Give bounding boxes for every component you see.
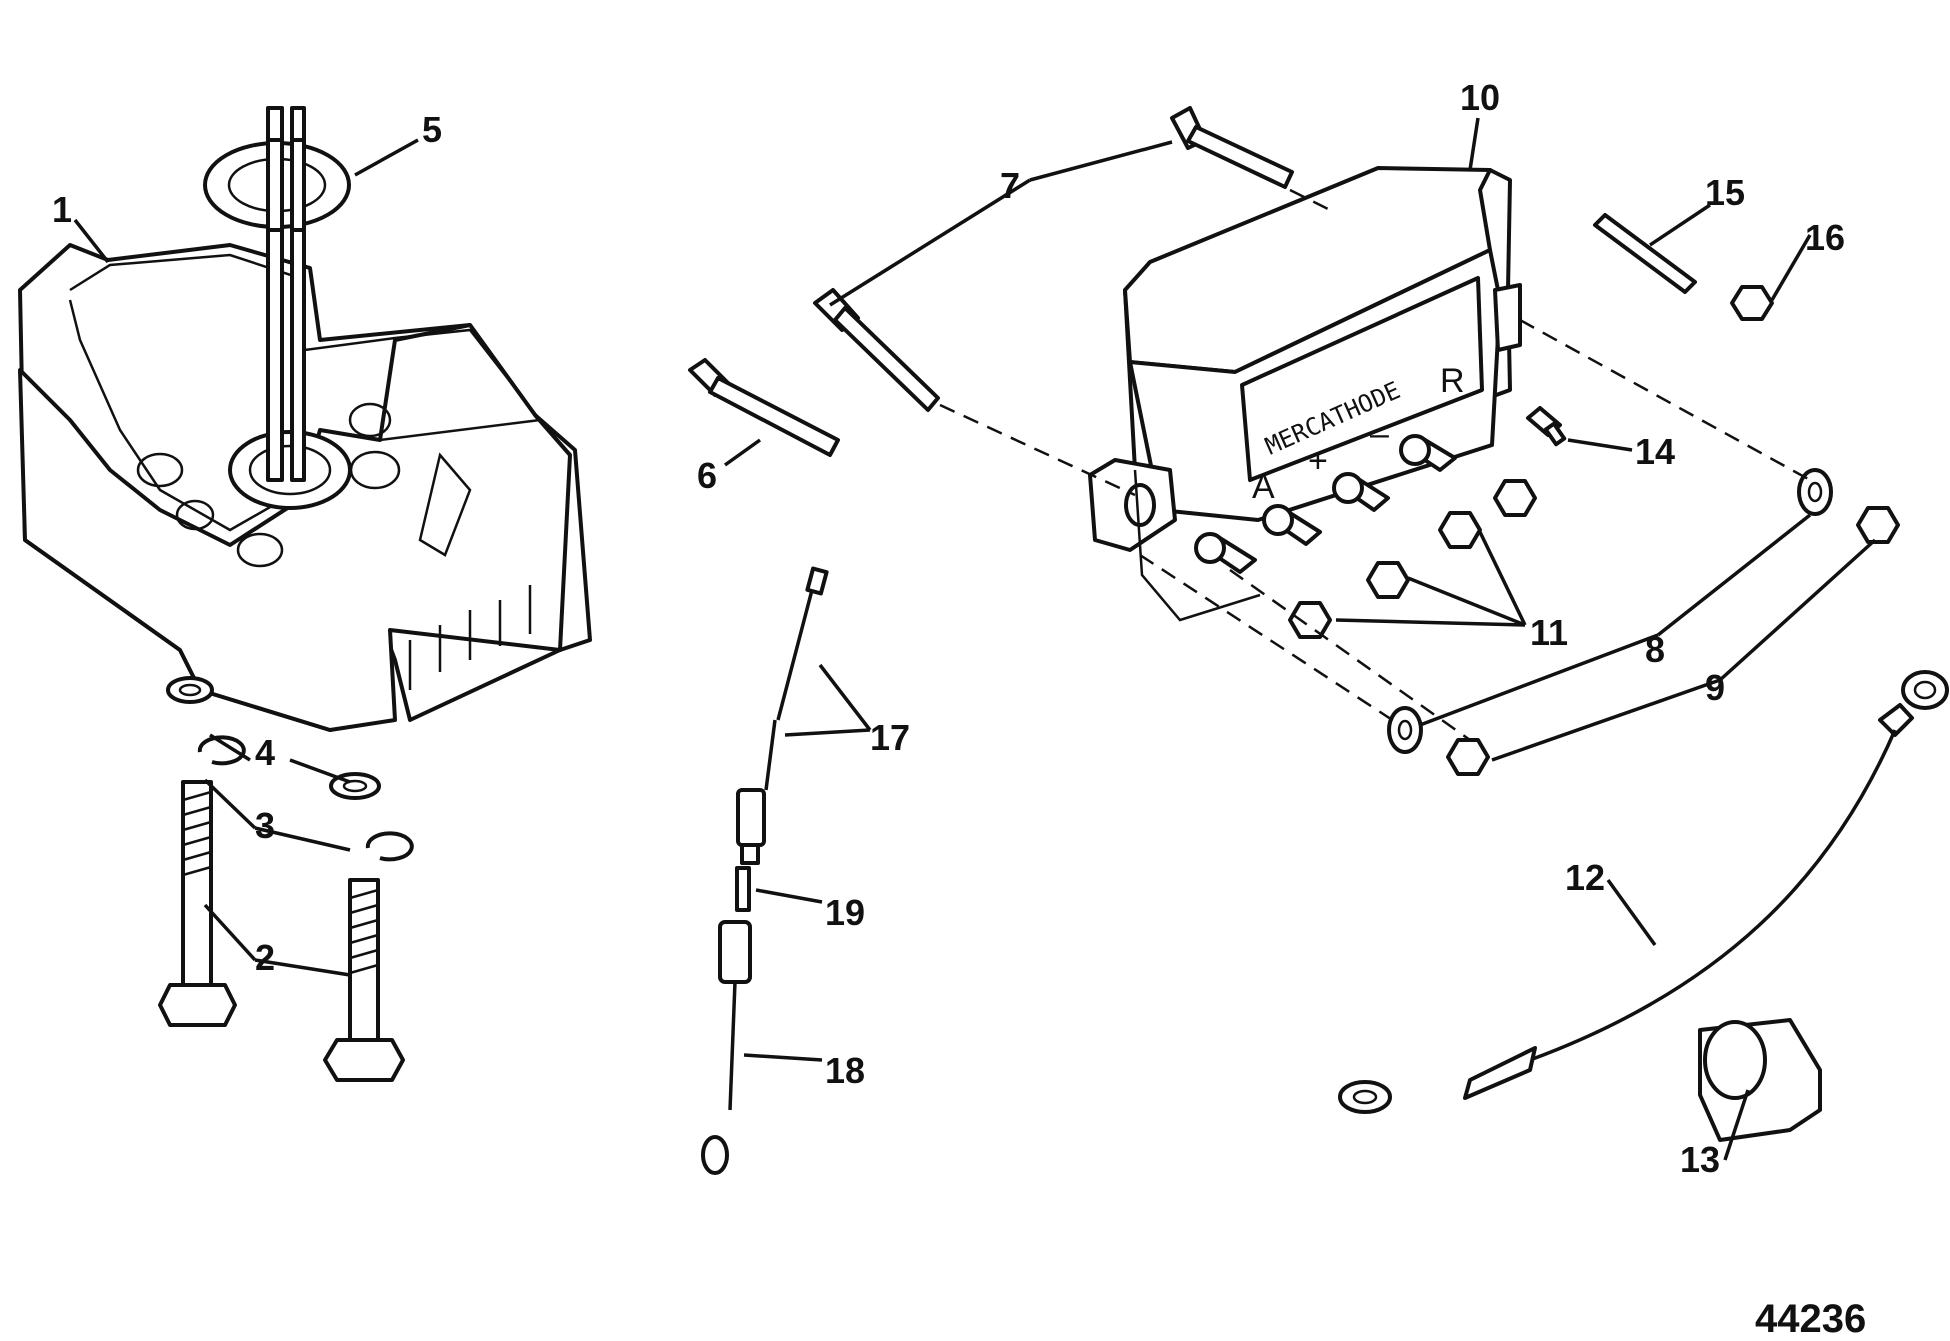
callout-19: 19 <box>825 892 865 933</box>
callout-14: 14 <box>1635 431 1675 472</box>
small-screw <box>1526 406 1567 447</box>
lockwasher <box>365 831 414 862</box>
reference-electrode <box>701 920 752 1175</box>
threaded-stud <box>1593 213 1697 294</box>
cap <box>1698 1018 1822 1142</box>
reference-electrode-spring <box>735 866 751 912</box>
lockwasher <box>197 735 246 766</box>
terminal-nut <box>1288 601 1332 639</box>
hex-nut <box>1730 285 1774 321</box>
callout-3: 3 <box>255 805 275 846</box>
callout-10: 10 <box>1460 77 1500 118</box>
callout-1: 1 <box>52 189 72 230</box>
callout-4: 4 <box>255 732 275 773</box>
terminal-label-a: A <box>1252 468 1275 506</box>
flat-washer <box>1387 706 1423 754</box>
flat-washer <box>166 676 214 704</box>
alignment-lines <box>939 188 1811 742</box>
figure-number: 44236 <box>1755 1297 1866 1341</box>
flat-washer <box>1797 468 1833 516</box>
hex-head-screw <box>158 780 237 1027</box>
callout-12: 12 <box>1565 857 1605 898</box>
callout-9: 9 <box>1705 667 1725 708</box>
reference-electrode-lead <box>736 566 829 865</box>
callout-7: 7 <box>1000 165 1020 206</box>
hex-nut <box>1446 738 1490 776</box>
callout-15: 15 <box>1705 172 1745 213</box>
leader-lines <box>73 117 1877 1161</box>
callout-8: 8 <box>1645 629 1665 670</box>
controller-mounting-screw <box>688 358 840 457</box>
mercathode-controller: MERCATHODE A + – R <box>1088 166 1522 622</box>
terminal-label-plus: + <box>1308 442 1328 480</box>
callout-5: 5 <box>422 109 442 150</box>
controller-mounting-screw <box>1170 106 1294 189</box>
controller-mounting-screw <box>813 288 940 412</box>
terminal-label-r: R <box>1440 362 1465 400</box>
callout-11: 11 <box>1530 612 1568 653</box>
ground-strap <box>1338 670 1949 1114</box>
electrode-housing <box>18 243 592 732</box>
terminal-nut <box>1366 561 1410 599</box>
grommet <box>203 138 351 232</box>
callout-16: 16 <box>1805 217 1845 258</box>
callout-6: 6 <box>697 455 717 496</box>
terminal-label-minus: – <box>1370 415 1389 453</box>
callout-13: 13 <box>1680 1139 1720 1180</box>
callout-17: 17 <box>870 717 910 758</box>
hex-head-screw <box>323 878 405 1082</box>
callout-18: 18 <box>825 1050 865 1091</box>
terminal-nut <box>1438 511 1482 549</box>
terminal-nut <box>1493 479 1537 517</box>
callout-labels: 1 2 3 4 5 6 7 8 9 10 11 12 13 14 15 16 1… <box>52 77 1866 1341</box>
hex-nut <box>1856 506 1900 544</box>
callout-2: 2 <box>255 937 275 978</box>
